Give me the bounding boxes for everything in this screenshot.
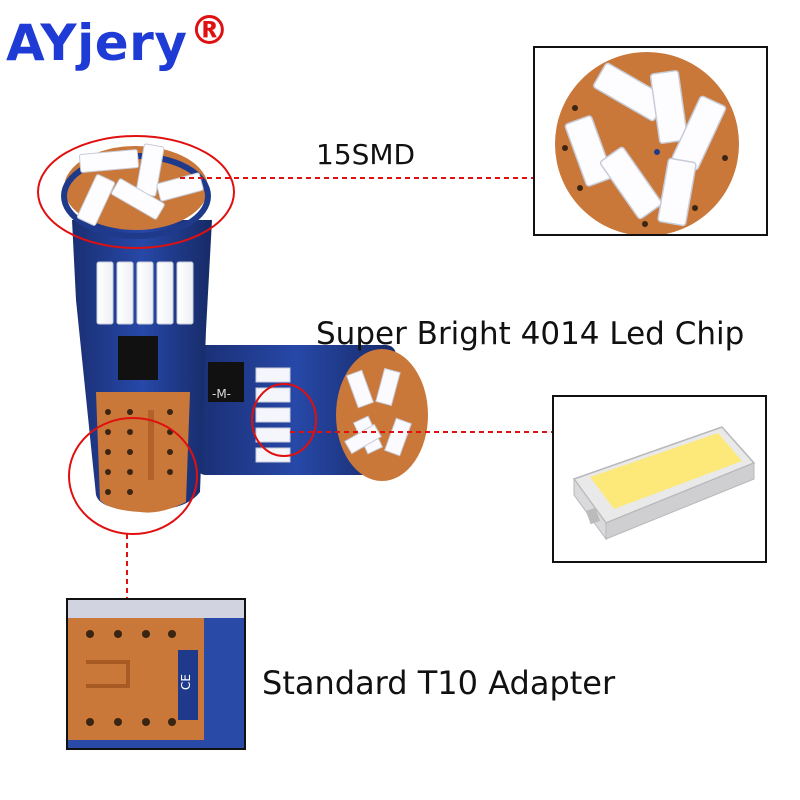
inset-t10-adapter: CE: [66, 598, 246, 750]
highlight-chip: [251, 383, 317, 457]
adapter-image: CE: [68, 600, 244, 748]
bulb-back: -M-: [196, 345, 428, 481]
smd-cluster-image: [555, 52, 739, 234]
highlight-circles: [37, 135, 317, 535]
callout-15smd: 15SMD: [316, 138, 416, 171]
bulb-front: [61, 143, 212, 513]
callout-led-chip: Super Bright 4014 Led Chip: [316, 316, 745, 352]
inset-led-chip: [552, 395, 767, 563]
highlight-top: [37, 135, 235, 249]
highlight-adapter: [68, 417, 198, 535]
svg-text:CE: CE: [179, 674, 193, 690]
callout-adapter: Standard T10 Adapter: [262, 664, 616, 702]
svg-text:-M-: -M-: [212, 387, 231, 401]
brand-name: AYjery: [6, 14, 188, 72]
registered-mark: ®: [189, 8, 230, 54]
inset-smd-closeup: [533, 46, 768, 236]
led-chip-image: [572, 426, 756, 541]
leader-lines: [126, 177, 552, 598]
brand-logo: AYjery®: [6, 8, 230, 72]
